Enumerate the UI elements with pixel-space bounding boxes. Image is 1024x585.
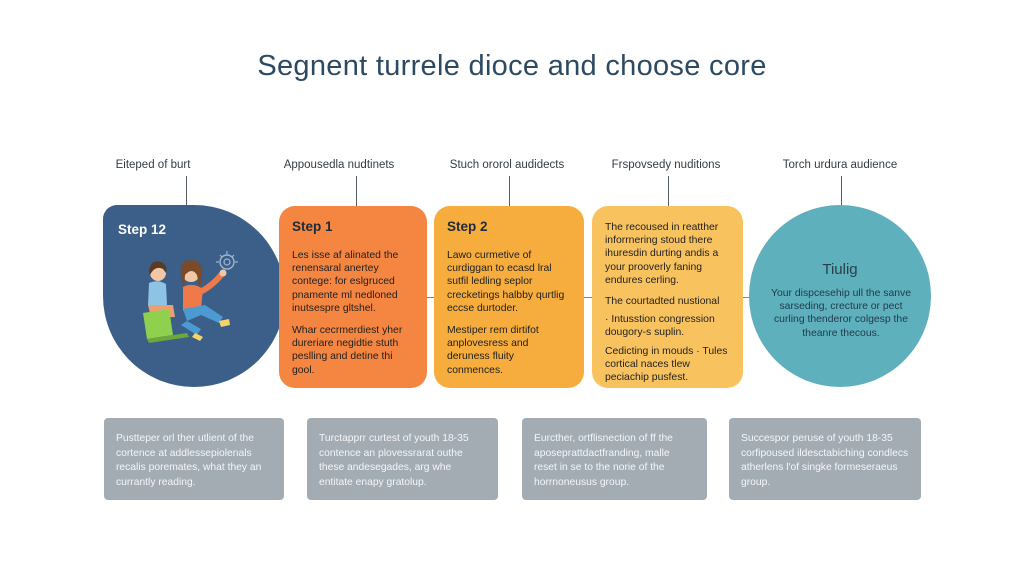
audience-box-3: Eurcther, ortflisnection of ff the apose…	[522, 418, 707, 500]
top-label-4: Frspovsedy nuditions	[611, 159, 721, 171]
audience-box-2: Turctapprr curtest of youth 18-35 conten…	[307, 418, 498, 500]
step-card-2: Step 2 Lawo curmetive of curdiggan to ec…	[434, 206, 584, 388]
card-text: The courtadted nustional	[605, 296, 720, 308]
audience-box-text: Pustteper orl ther utlient of the corten…	[116, 433, 262, 488]
connector-5	[841, 176, 843, 206]
card-text: Les isse af alinated the renensaral aner…	[292, 250, 399, 314]
step-card-1: Step 1 Les isse af alinated the renensar…	[279, 206, 427, 388]
step-card-3: The recoused in reatther inforrnering st…	[592, 206, 743, 388]
card-text: Mestiper rem dirtifot anplovesress and d…	[447, 325, 539, 376]
step-circle-left: Step 12	[103, 205, 285, 387]
connector-4	[668, 176, 670, 206]
idea-gear-icon	[216, 251, 238, 270]
diagram-title: Segnent turrele dioce and choose core	[257, 50, 767, 82]
flow-line-2	[425, 297, 436, 299]
audience-box-text: Eurcther, ortflisnection of ff the apose…	[534, 433, 673, 488]
flow-line-4	[741, 297, 753, 299]
step-circle-right: Tiulig Your dispcesehip ull the sanve sa…	[749, 205, 931, 387]
card-step-label: Step 2	[447, 219, 488, 234]
top-label-2: Appousedla nudtinets	[283, 159, 395, 171]
people-laptop-illustration	[143, 251, 238, 343]
audience-box-text: Succespor peruse of youth 18-35 corfipou…	[741, 433, 909, 488]
card-text: The recoused in reatther inforrnering st…	[605, 222, 719, 286]
top-label-1: Eiteped of burt	[115, 159, 191, 171]
card-text: · Intusstion congression dougory-s supli…	[605, 314, 715, 339]
flow-line-3	[582, 297, 593, 299]
top-label-3: Stuch ororol audidects	[449, 159, 565, 171]
card-step-label: Step 1	[292, 219, 333, 234]
step-label: Step 12	[118, 222, 167, 237]
connector-3	[509, 176, 511, 206]
card-text: Whar cecrmerdiest yher dureriare negidti…	[292, 325, 403, 376]
audience-box-1: Pustteper orl ther utlient of the corten…	[104, 418, 284, 500]
card-text: Cedicting in mouds · Tules cortical nace…	[605, 345, 728, 384]
audience-box-4: Succespor peruse of youth 18-35 corfipou…	[729, 418, 921, 500]
circle-text: Your dispcesehip ull the sanve sarseding…	[771, 288, 911, 339]
connector-1	[186, 176, 188, 206]
card-text: Lawo curmetive of curdiggan to ecasd lra…	[447, 250, 565, 314]
audience-box-text: Turctapprr curtest of youth 18-35 conten…	[319, 433, 469, 488]
top-label-5: Torch urdura audience	[782, 159, 898, 171]
circle-heading: Tiulig	[822, 261, 858, 278]
connector-2	[356, 176, 358, 206]
